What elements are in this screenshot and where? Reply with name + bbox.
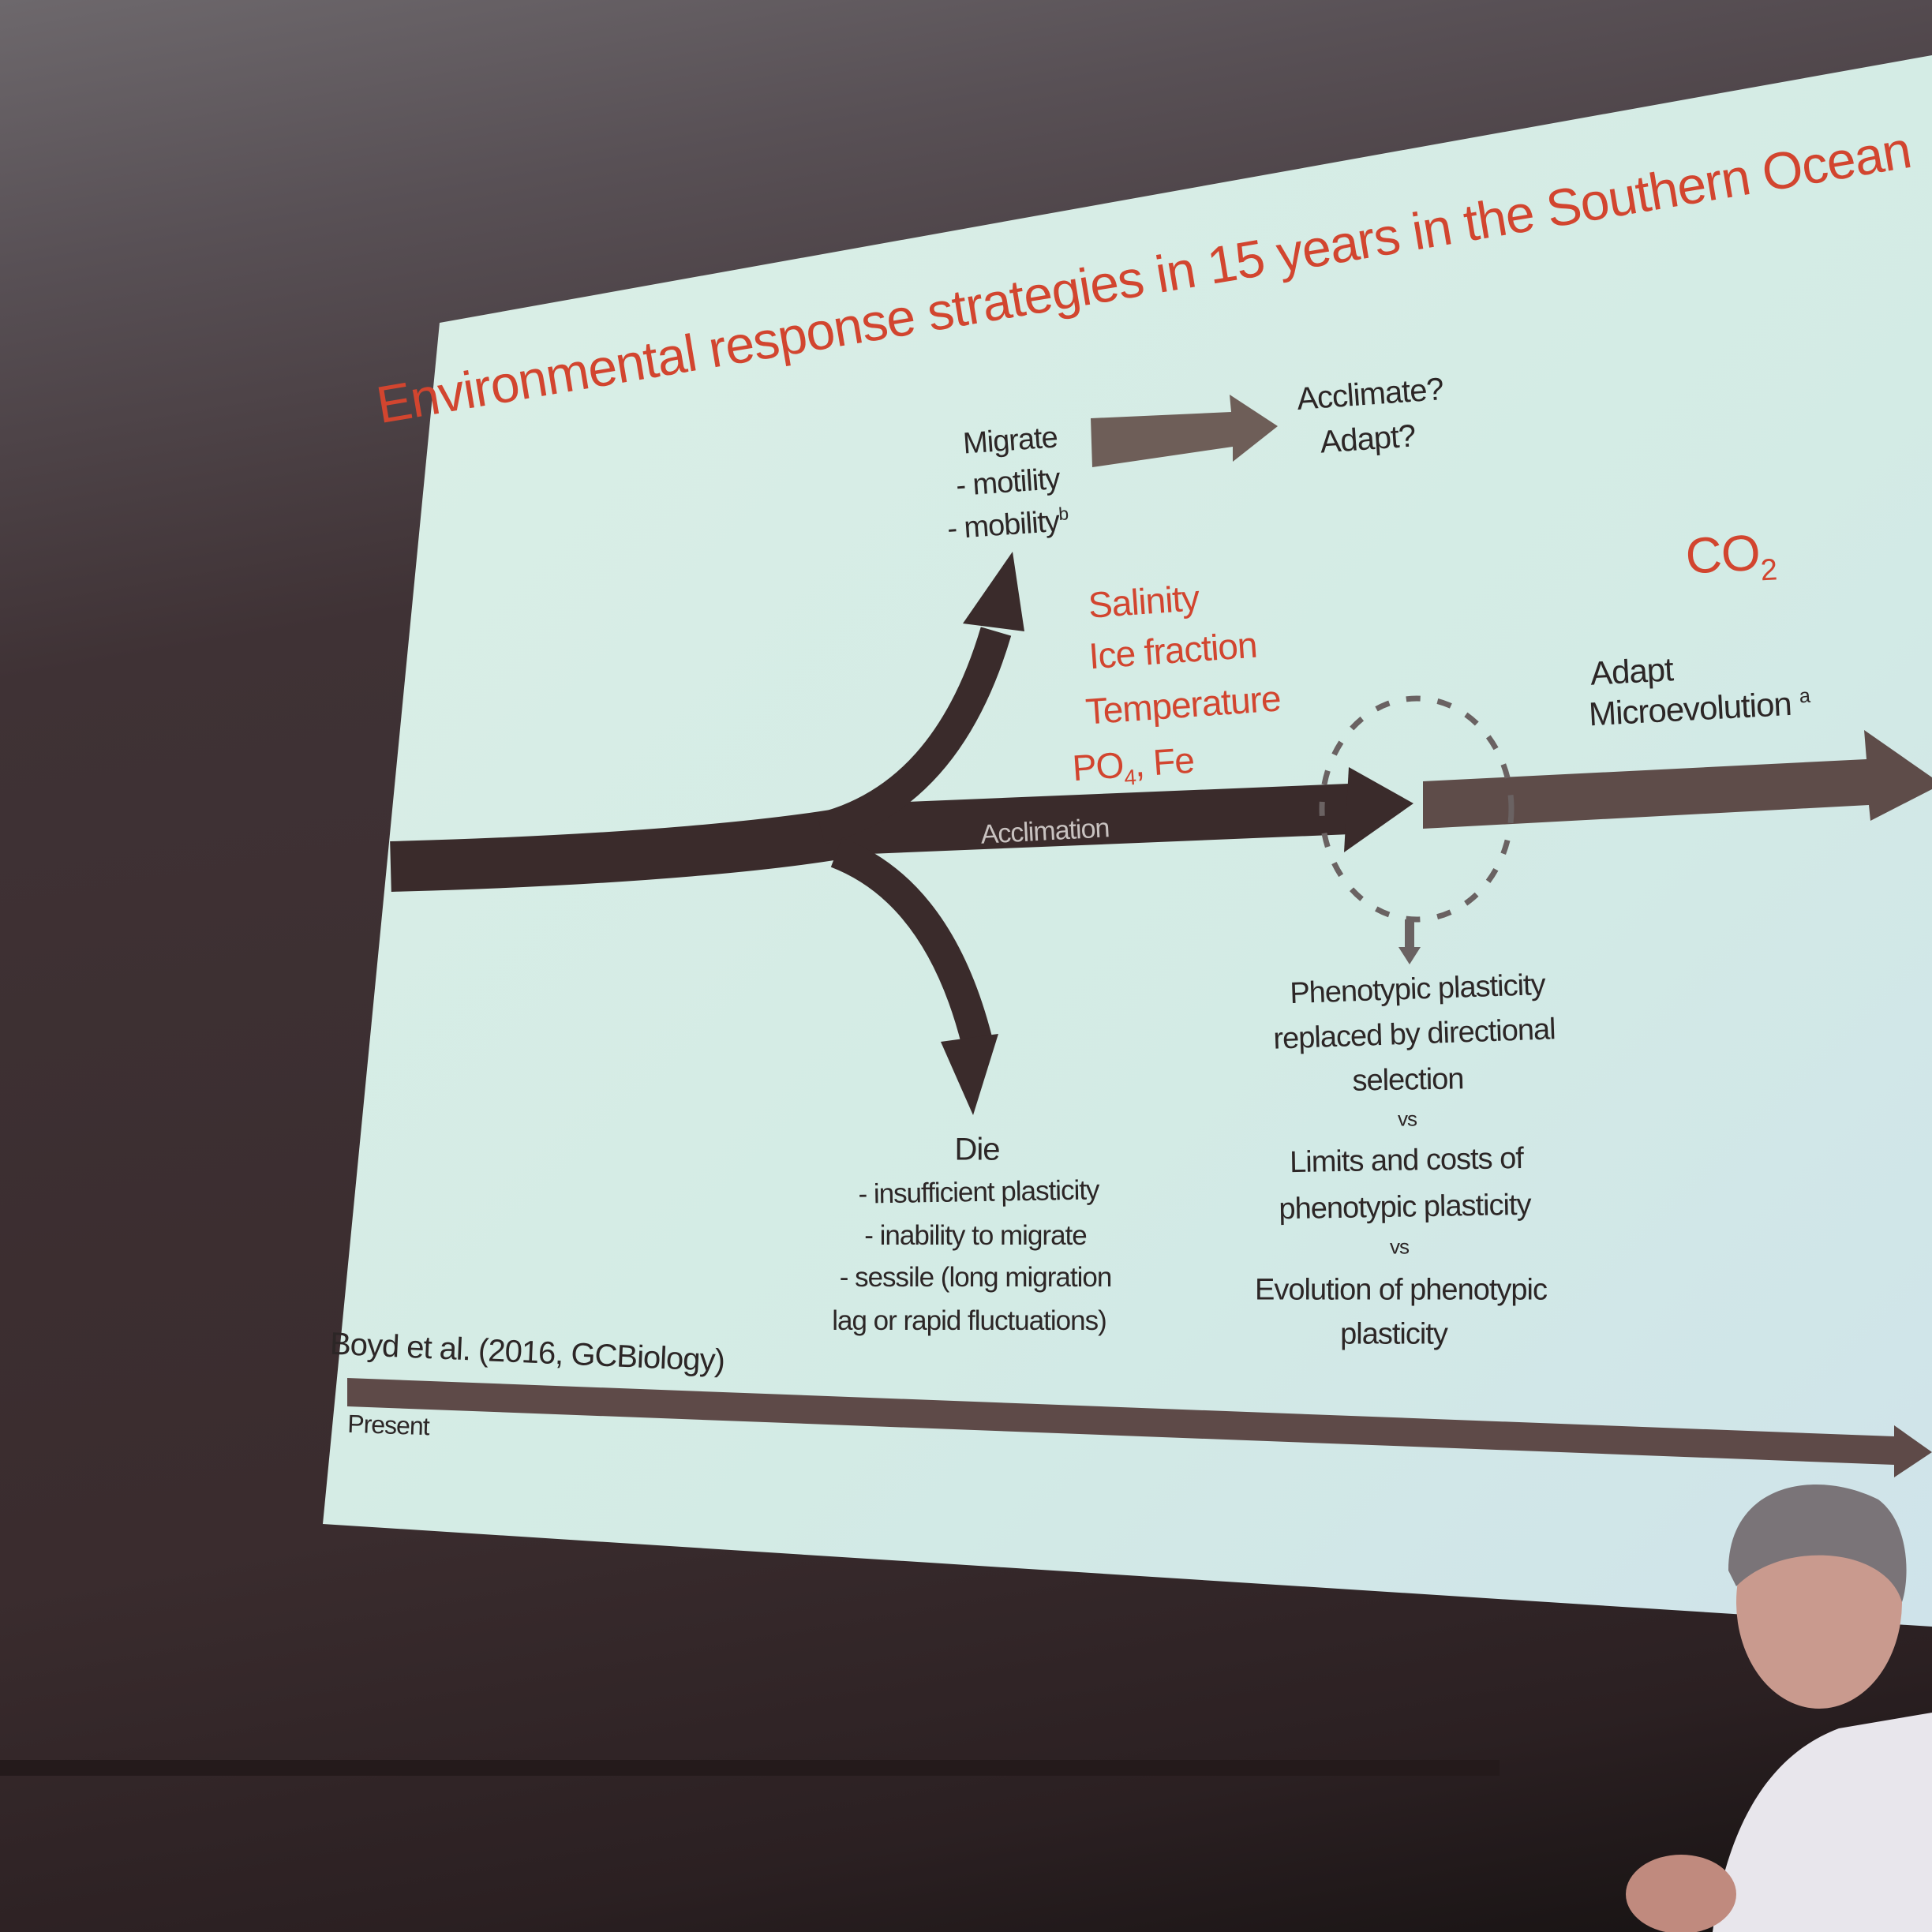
plasticity-down-arrow <box>1398 919 1421 964</box>
die-heading: Die <box>954 1132 1000 1167</box>
migrate-item-text: - mobility <box>945 504 1061 546</box>
acclimation-arrowhead <box>1344 767 1413 852</box>
plasticity-line: phenotypic plasticity <box>1279 1188 1531 1226</box>
die-branch-arrowhead <box>941 1034 998 1115</box>
vs-label: vs <box>1398 1106 1417 1131</box>
migrate-branch-arrow <box>816 627 1012 844</box>
driver-salinity: Salinity <box>1087 577 1200 626</box>
co2-subscript: 2 <box>1759 552 1778 588</box>
die-item: lag or rapid fluctuations) <box>832 1305 1107 1336</box>
footnote-marker: a <box>1799 684 1810 708</box>
po4-base: PO <box>1071 743 1125 789</box>
plasticity-line: Evolution of phenotypic <box>1255 1273 1548 1307</box>
plasticity-line: Limits and costs of <box>1289 1141 1524 1180</box>
adapt-question: Adapt? <box>1319 418 1417 460</box>
stage-edge <box>0 1760 1500 1776</box>
presenter <box>1626 1484 1932 1932</box>
die-item: - insufficient plasticity <box>858 1174 1099 1210</box>
timeline-arrow <box>347 1378 1932 1477</box>
co2-label: CO2 <box>1684 522 1778 593</box>
migrate-branch-arrowhead <box>963 552 1024 631</box>
timeline-label-present: Present <box>346 1409 430 1441</box>
die-branch-arrow <box>830 837 993 1046</box>
migrate-outcome-arrow <box>1091 395 1278 467</box>
fe-label: , Fe <box>1133 739 1196 784</box>
migrate-heading: Migrate <box>961 421 1059 461</box>
adapt-heading: Adapt <box>1589 650 1674 692</box>
plasticity-line: selection <box>1352 1062 1464 1098</box>
plasticity-line: plasticity <box>1340 1317 1448 1351</box>
vs-label: vs <box>1390 1234 1410 1259</box>
co2-base: CO <box>1683 523 1762 585</box>
transition-dashed-circle <box>1319 695 1515 923</box>
die-item: - sessile (long migration <box>839 1262 1113 1293</box>
footnote-marker: b <box>1058 503 1069 525</box>
migrate-item: - motility <box>954 462 1061 504</box>
adapt-arrow <box>1423 730 1932 829</box>
die-item: - inability to migrate <box>864 1220 1087 1251</box>
driver-po4-fe: PO4, Fe <box>1071 739 1196 795</box>
